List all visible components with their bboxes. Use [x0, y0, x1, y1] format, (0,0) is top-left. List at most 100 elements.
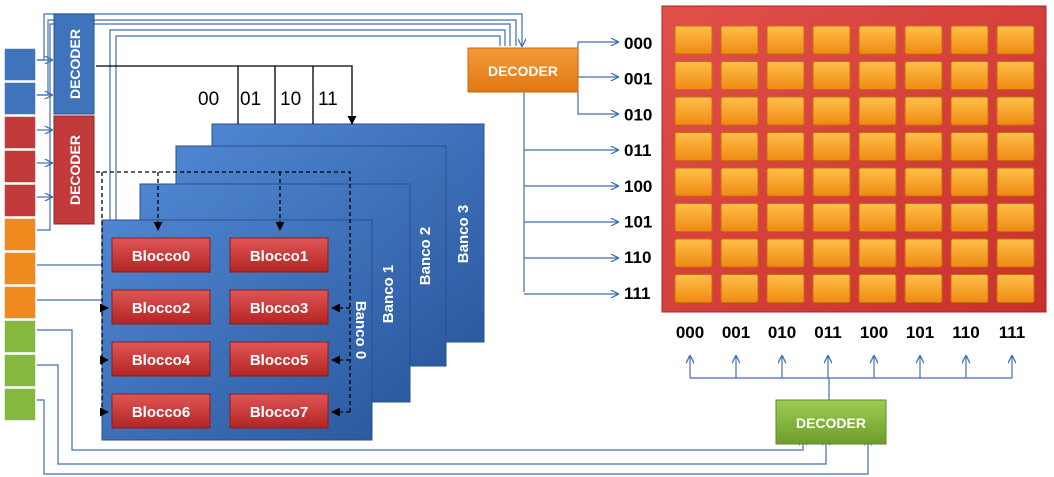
block-7: Blocco7	[229, 393, 329, 429]
memory-cell	[904, 238, 943, 268]
memory-cell	[766, 61, 805, 90]
memory-cell	[858, 238, 897, 268]
bank-decoder-label: DECODER	[67, 29, 83, 99]
bank-select-01: 01	[240, 89, 261, 110]
bank-0: Banco 0	[101, 219, 373, 441]
memory-cell	[766, 238, 805, 268]
memory-cell	[858, 167, 897, 197]
memory-cell	[950, 238, 989, 268]
memory-cell	[858, 25, 897, 55]
row-decoder: DECODER	[467, 47, 579, 93]
block-0: Blocco0	[111, 237, 211, 273]
memory-cell	[858, 274, 897, 303]
block-6-label: Blocco6	[132, 404, 190, 421]
row-label-5: 101	[624, 213, 652, 232]
block-0-box	[111, 237, 211, 273]
memory-cell	[674, 132, 713, 161]
memory-cell	[904, 132, 943, 161]
memory-cell	[766, 167, 805, 197]
memory-cell	[812, 167, 851, 197]
row-label-0: 000	[624, 34, 652, 53]
memory-cell	[674, 203, 713, 232]
memory-cell	[720, 61, 759, 90]
memory-cell	[858, 132, 897, 161]
memory-cell	[858, 61, 897, 90]
column-label-0: 000	[676, 323, 704, 342]
memory-cell	[720, 96, 759, 126]
memory-cell	[812, 25, 851, 55]
memory-cell	[812, 274, 851, 303]
memory-cell	[812, 61, 851, 90]
memory-cell	[996, 25, 1035, 55]
memory-cell	[996, 274, 1035, 303]
memory-cell	[904, 274, 943, 303]
memory-cell	[996, 96, 1035, 126]
memory-cell	[904, 167, 943, 197]
memory-cell	[720, 238, 759, 268]
memory-cell	[950, 61, 989, 90]
memory-cell	[858, 96, 897, 126]
memory-cell	[950, 96, 989, 126]
block-6-box	[111, 393, 211, 429]
column-label-4: 100	[860, 323, 888, 342]
memory-cell	[904, 96, 943, 126]
row-label-7: 111	[624, 284, 651, 303]
bank-1-label: Banco 1	[380, 265, 397, 323]
block-select-lines	[96, 171, 351, 417]
block-1-label: Blocco1	[250, 248, 308, 265]
memory-cell	[950, 274, 989, 303]
column-label-6: 110	[952, 323, 979, 342]
row-label-4: 100	[624, 177, 652, 196]
bank-select-labels: 00 01 10 11	[198, 89, 338, 110]
memory-cell	[904, 61, 943, 90]
memory-cell	[766, 274, 805, 303]
row-label-6: 110	[624, 248, 651, 267]
memory-cell	[674, 61, 713, 90]
memory-cell	[674, 25, 713, 55]
memory-cell	[766, 96, 805, 126]
memory-cell	[950, 167, 989, 197]
block-4-label: Blocco4	[132, 352, 191, 369]
bank-select-10: 10	[280, 89, 301, 110]
memory-cell	[674, 167, 713, 197]
red-address-bit	[3, 149, 37, 184]
memory-cell	[766, 203, 805, 232]
block-4: Blocco4	[111, 341, 211, 377]
block-6: Blocco6	[111, 393, 211, 429]
bank-2-label: Banco 2	[417, 227, 434, 285]
green-address-bit	[3, 387, 37, 422]
memory-cell	[858, 203, 897, 232]
column-label-5: 101	[906, 323, 934, 342]
memory-cell	[766, 132, 805, 161]
memory-cell	[720, 167, 759, 197]
memory-cell	[950, 25, 989, 55]
block-1-box	[229, 237, 329, 273]
column-decoder: DECODER	[775, 399, 887, 445]
bank-select-00: 00	[198, 89, 219, 110]
address-register	[3, 47, 37, 422]
blue-address-bit	[3, 47, 37, 82]
memory-cell	[996, 203, 1035, 232]
memory-cell	[720, 25, 759, 55]
memory-cell	[720, 203, 759, 232]
block-3: Blocco3	[229, 289, 329, 325]
block-5: Blocco5	[229, 341, 329, 377]
column-label-3: 011	[814, 323, 841, 342]
memory-cell	[812, 96, 851, 126]
memory-cell	[812, 132, 851, 161]
orange-address-bit	[3, 285, 37, 320]
green-address-bit	[3, 319, 37, 354]
block-decoder-label: DECODER	[67, 135, 83, 205]
block-1: Blocco1	[229, 237, 329, 273]
memory-cell	[996, 61, 1035, 90]
block-0-label: Blocco0	[132, 248, 190, 265]
red-address-bit	[3, 183, 37, 218]
column-label-7: 111	[999, 323, 1026, 342]
bank-select-lines	[96, 65, 357, 125]
block-2-label: Blocco2	[132, 300, 190, 317]
memory-cell	[674, 274, 713, 303]
